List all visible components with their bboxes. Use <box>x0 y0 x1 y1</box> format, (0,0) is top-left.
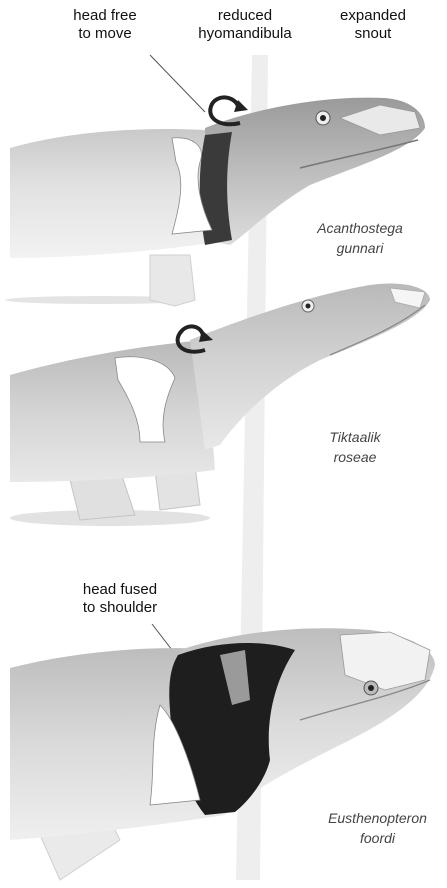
tiktaalik-figure <box>10 283 430 526</box>
acanthostega-figure <box>5 97 425 306</box>
eusthenopteron-figure <box>10 628 435 880</box>
leader-line-head-free <box>150 55 205 112</box>
